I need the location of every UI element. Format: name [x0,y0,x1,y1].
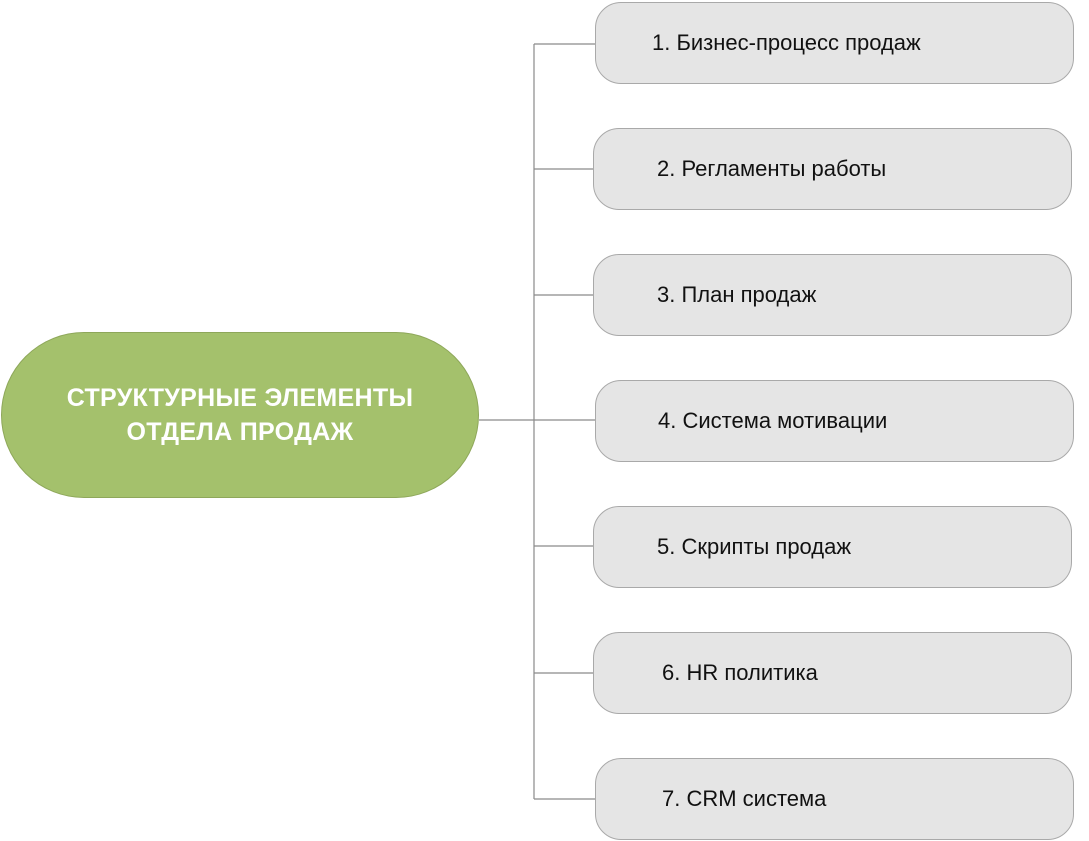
branch-label-5: 5. Скрипты продаж [657,534,852,559]
branch-node-4: 4. Система мотивации [595,380,1074,462]
branch-node-7: 7. CRM система [595,758,1074,840]
root-node: СТРУКТУРНЫЕ ЭЛЕМЕНТЫ ОТДЕЛА ПРОДАЖ [1,332,479,498]
root-title-line-2: ОТДЕЛА ПРОДАЖ [126,418,354,446]
branch-node-6: 6. HR политика [593,632,1072,714]
branch-node-2: 2. Регламенты работы [593,128,1072,210]
branch-label-4: 4. Система мотивации [658,408,888,433]
branch-label-7: 7. CRM система [662,786,827,811]
branch-label-1: 1. Бизнес-процесс продаж [652,30,921,55]
branch-label-6: 6. HR политика [662,660,818,685]
branch-node-1: 1. Бизнес-процесс продаж [595,2,1074,84]
branch-node-3: 3. План продаж [593,254,1072,336]
branch-label-2: 2. Регламенты работы [657,156,887,181]
root-title-line-1: СТРУКТУРНЫЕ ЭЛЕМЕНТЫ [66,384,414,412]
branch-label-3: 3. План продаж [657,282,817,307]
branch-node-5: 5. Скрипты продаж [593,506,1072,588]
